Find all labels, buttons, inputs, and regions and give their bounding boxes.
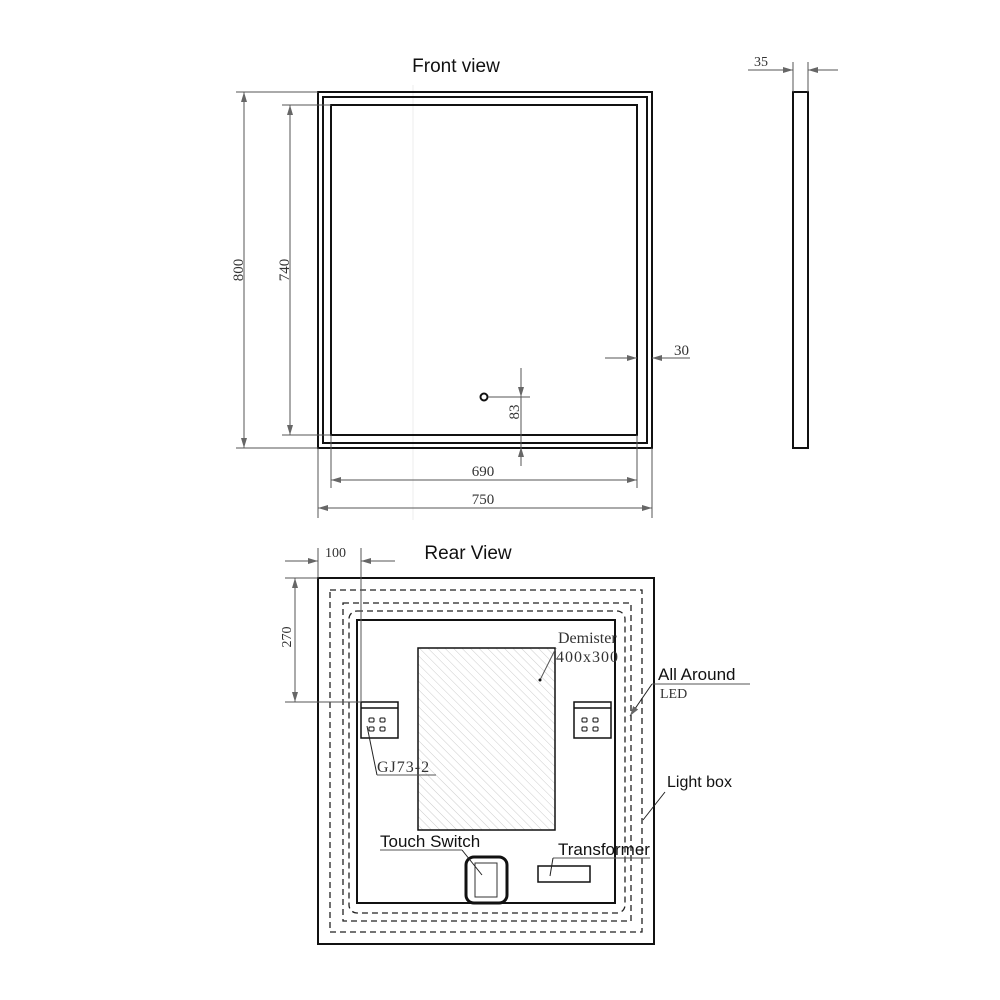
side-view: 35: [748, 55, 838, 449]
front-view-title: Front view: [412, 56, 500, 77]
lightbox-label: Light box: [667, 774, 732, 791]
mirror-outer-frame: [317, 91, 653, 449]
transformer-icon: [537, 865, 591, 883]
mirror-frame-inner-edge: [322, 96, 648, 444]
dim-740: 740: [277, 259, 293, 282]
demister-pad: [417, 647, 556, 831]
mirror-side-profile: [792, 91, 809, 449]
front-view: Front view 800 740 83 30 690 750: [231, 56, 690, 520]
connector-right-icon: [573, 701, 612, 739]
touch-switch-icon: [479, 392, 489, 402]
rear-view-title: Rear View: [424, 543, 512, 564]
dim-690: 690: [472, 464, 495, 480]
led-strip-outline: [348, 610, 626, 914]
rear-view: Rear View 100: [280, 543, 750, 945]
dim-270: 270: [280, 627, 295, 648]
dim-35: 35: [754, 55, 768, 70]
dim-750: 750: [472, 492, 495, 508]
dim-30: 30: [674, 343, 689, 359]
dim-100: 100: [325, 546, 346, 561]
demister-size: 400x300: [556, 649, 619, 666]
dim-83: 83: [507, 405, 523, 420]
led-label: All Around: [658, 665, 736, 684]
light-box-outline: [329, 589, 643, 933]
dim-800: 800: [231, 259, 247, 282]
rear-outer-frame: [317, 577, 655, 945]
demister-label: Demister: [558, 630, 617, 647]
connector-left-icon: [360, 701, 399, 739]
mirror-glass: [330, 104, 638, 436]
transformer-label: Transformer: [558, 840, 650, 859]
touch-switch-label: Touch Switch: [380, 832, 480, 851]
led-sub-label: LED: [660, 687, 687, 702]
connector-label: GJ73-2: [377, 759, 430, 776]
touch-switch-module-icon: [464, 855, 509, 905]
